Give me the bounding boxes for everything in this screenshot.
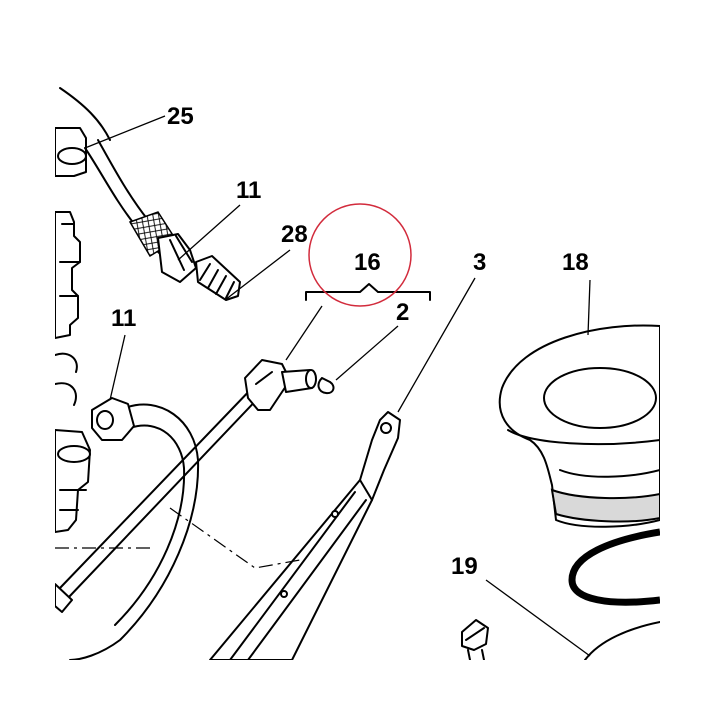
callout-11-left: 11	[111, 305, 136, 332]
rod-assembly	[55, 359, 335, 613]
callout-16: 16	[354, 249, 381, 276]
long-arm	[209, 411, 401, 660]
left-fitting-stack	[55, 127, 91, 533]
center-line	[55, 507, 301, 569]
housing-outline	[59, 87, 111, 141]
callout-28: 28	[281, 221, 308, 248]
braided-hose	[84, 139, 241, 301]
bowl-part	[498, 324, 660, 528]
callout-11-top: 11	[236, 177, 261, 204]
callout-18: 18	[562, 249, 589, 276]
callout-19: 19	[451, 553, 478, 580]
callout-2: 2	[396, 299, 409, 326]
callout-3: 3	[473, 249, 486, 276]
brace-16	[305, 283, 431, 301]
screw	[461, 619, 489, 660]
lower-hose	[69, 397, 200, 660]
callout-25: 25	[167, 103, 194, 130]
o-ring	[568, 528, 660, 606]
highlight-circle	[308, 203, 412, 307]
leader-lines	[84, 115, 591, 657]
